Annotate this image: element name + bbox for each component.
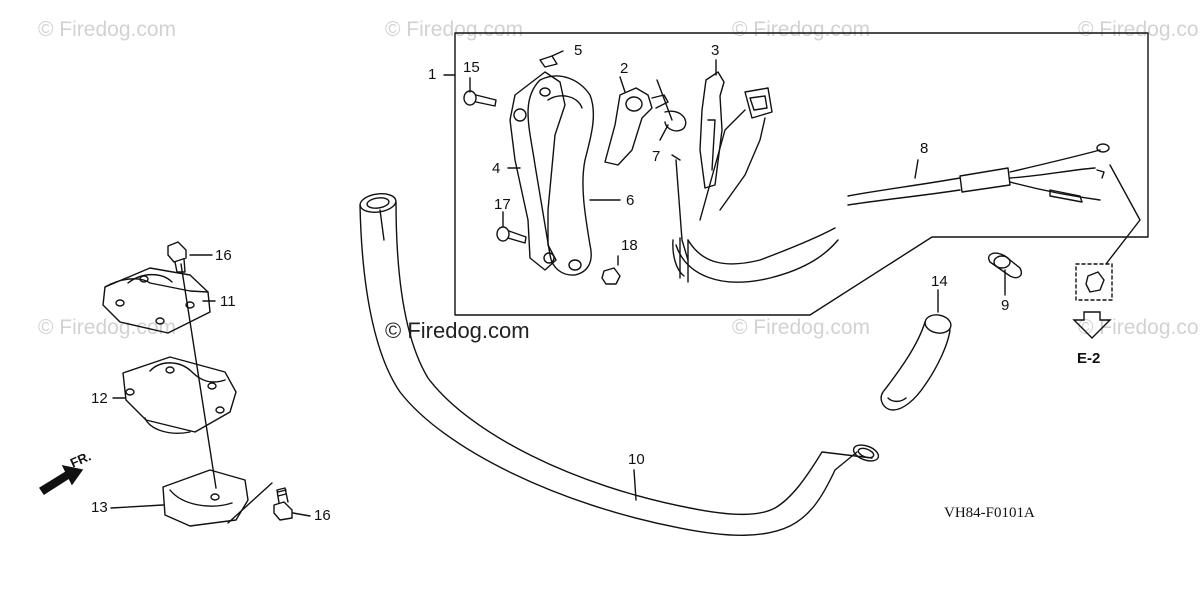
callout-4: 4 xyxy=(492,160,501,177)
callout-16-lower: 16 xyxy=(314,507,331,524)
housing-left xyxy=(509,71,566,271)
callout-9: 9 xyxy=(1001,297,1010,314)
callout-13: 13 xyxy=(91,499,108,516)
nut-18 xyxy=(601,267,621,285)
watermark: © Firedog.com xyxy=(1078,18,1200,41)
callout-14: 14 xyxy=(931,273,948,290)
handle-grip xyxy=(880,314,952,411)
front-direction-arrow xyxy=(39,465,84,495)
callout-1: 1 xyxy=(428,66,437,83)
callout-8: 8 xyxy=(920,140,929,157)
alignment-line xyxy=(227,482,273,524)
callout-11: 11 xyxy=(220,293,236,310)
bolt-upper xyxy=(167,241,187,273)
section-ref-arrow xyxy=(1072,311,1112,339)
callout-16-upper: 16 xyxy=(215,247,232,264)
diagram-code: VH84-F0101A xyxy=(944,505,1035,521)
watermark: © Firedog.com xyxy=(385,18,524,41)
bolt-lower xyxy=(273,487,293,521)
callout-2: 2 xyxy=(620,60,629,77)
alignment-line xyxy=(180,263,217,489)
callout-7: 7 xyxy=(652,148,661,165)
guide-line xyxy=(1105,164,1141,265)
clamp-middle xyxy=(122,356,237,434)
watermark: © Firedog.com xyxy=(38,316,177,339)
callout-15: 15 xyxy=(463,59,480,76)
screw-17 xyxy=(496,226,527,244)
throttle-lever xyxy=(604,87,669,166)
handlebar-tube xyxy=(359,193,880,536)
wire-loop xyxy=(656,79,687,132)
callout-6: 6 xyxy=(626,192,635,209)
housing-cover xyxy=(527,75,595,276)
watermark: © Firedog.com xyxy=(732,18,871,41)
callout-3: 3 xyxy=(711,42,720,59)
clamp-lower xyxy=(162,469,249,527)
clamp-upper xyxy=(102,267,211,334)
bolt-dashed-box xyxy=(1075,263,1113,301)
screw-15 xyxy=(463,90,497,107)
section-reference: E-2 xyxy=(1077,350,1101,367)
throttle-cable xyxy=(672,143,1110,283)
switch-connector xyxy=(699,87,773,221)
watermark: © Firedog.com xyxy=(732,316,871,339)
switch-part xyxy=(699,71,725,189)
assembly-outline xyxy=(454,32,1149,316)
callout-5: 5 xyxy=(574,42,583,59)
watermark: © Firedog.com xyxy=(38,18,177,41)
callout-12: 12 xyxy=(91,390,108,407)
callout-10: 10 xyxy=(628,451,645,468)
callout-17: 17 xyxy=(494,196,511,213)
clip-5 xyxy=(539,55,558,68)
callout-18: 18 xyxy=(621,237,638,254)
cable-clip xyxy=(988,252,1022,279)
